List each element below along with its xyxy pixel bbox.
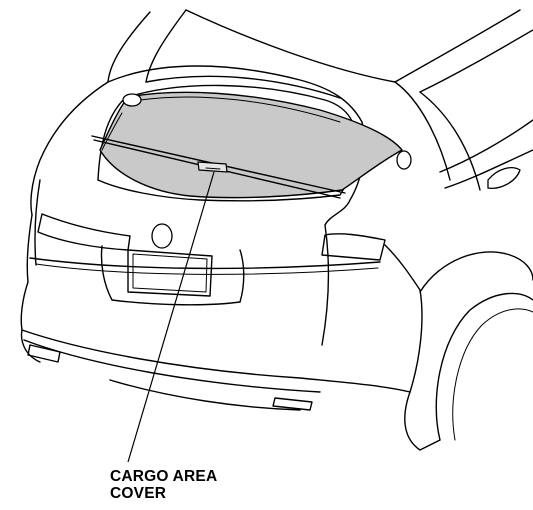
wheel-arch: [419, 251, 533, 293]
callout-label-line1: CARGO AREA: [110, 468, 218, 485]
door-handle: [487, 167, 521, 189]
tail-lights: [37, 213, 386, 261]
cover-left-mount: [122, 93, 142, 107]
license-plate-area: [29, 223, 381, 306]
tire: [435, 292, 533, 441]
right-side-body: [384, 81, 533, 451]
callout-leader-line: [127, 171, 215, 463]
callout-label-line2: COVER: [110, 485, 167, 502]
roof-lines: [107, 9, 533, 93]
cargo-area-cover: [91, 91, 412, 199]
cover-right-mount: [396, 150, 412, 170]
emblem: [151, 223, 173, 249]
cover-handle: [197, 161, 228, 173]
rear-bumper: [20, 329, 411, 411]
cover-panel: [99, 91, 403, 199]
callout-label: CARGO AREA COVER: [110, 468, 217, 502]
left-rear-corner: [20, 179, 41, 331]
